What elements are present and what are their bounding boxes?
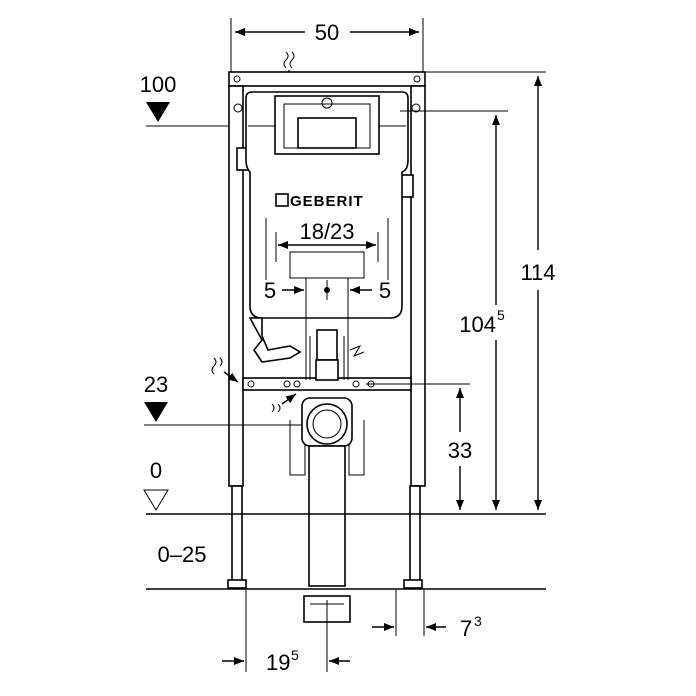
level-23: 23 xyxy=(144,372,302,426)
height-outlet-label: 33 xyxy=(448,438,472,463)
height-frame-main: 104 xyxy=(459,312,496,337)
brand-logo-text: GEBERIT xyxy=(290,193,364,210)
level-23-label: 23 xyxy=(144,372,168,397)
dim-width-top: 50 xyxy=(230,18,424,75)
bottom-right-main: 7 xyxy=(460,616,472,641)
level-100: 100 xyxy=(140,72,228,127)
cistern: GEBERIT xyxy=(245,91,409,361)
bottom-left-sup: 5 xyxy=(291,647,299,663)
dim-bottom-right: 7 3 xyxy=(372,590,482,641)
offset-right-label: 5 xyxy=(379,278,391,303)
electric-supply-icon xyxy=(211,344,375,413)
bottom-left-main: 19 xyxy=(266,650,290,675)
dim-bottom-left: 19 5 xyxy=(222,590,350,675)
height-frame-sup: 5 xyxy=(497,307,505,323)
dim-height-outlet: 33 xyxy=(366,383,472,510)
dim-height-total: 114 xyxy=(425,71,556,510)
offset-left-label: 5 xyxy=(264,278,276,303)
level-0-label: 0 xyxy=(150,458,162,483)
bottom-right-sup: 3 xyxy=(474,613,482,629)
dim-offsets: 5 5 xyxy=(264,278,391,380)
drain-outlet xyxy=(301,397,353,623)
level-0: 0 xyxy=(143,458,546,515)
frame xyxy=(227,71,426,589)
dim-flush-plate: 18/23 xyxy=(265,218,389,280)
dim-height-frame: 104 5 xyxy=(400,110,508,510)
floor-range-label: 0–25 xyxy=(158,542,207,567)
level-100-label: 100 xyxy=(140,72,177,97)
flush-valve xyxy=(248,317,345,381)
height-total-label: 114 xyxy=(520,260,555,285)
flush-plate-label: 18/23 xyxy=(299,219,354,244)
floor-range: 0–25 xyxy=(146,542,546,590)
width-label: 50 xyxy=(315,20,339,45)
